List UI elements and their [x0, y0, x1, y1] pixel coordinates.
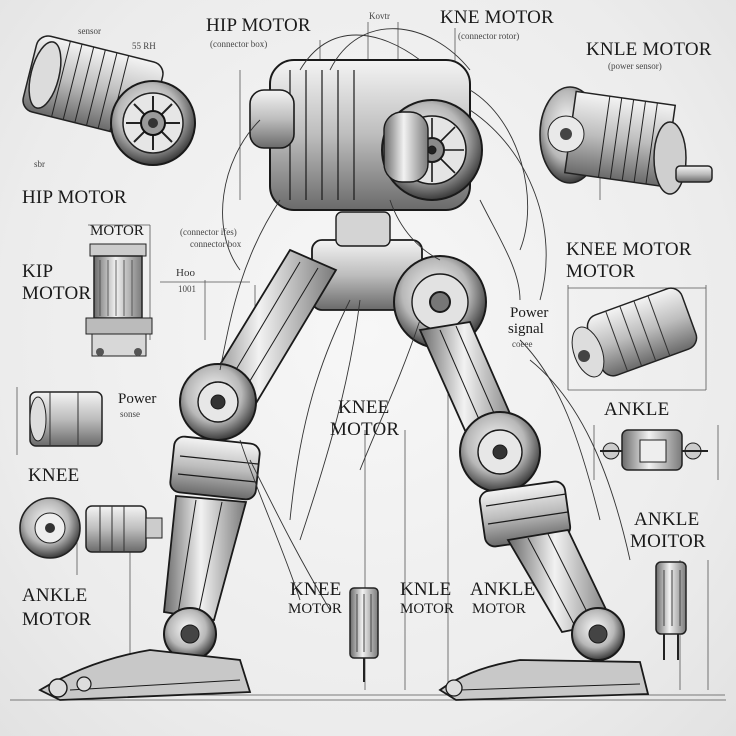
label-ankle-left: ANKLE — [22, 585, 88, 606]
label-top-small-1: sensor — [78, 26, 101, 36]
label-knee-motor-right: KNEE MOTOR — [566, 239, 692, 260]
label-hoo: Hoo — [176, 267, 195, 279]
label-bottom-ankle-b: MOTOR — [472, 601, 526, 617]
ankle-motor-top-illustration — [539, 86, 713, 195]
label-connector-mid: (connector ifes) — [180, 227, 237, 237]
label-hoo-sub: 1001 — [178, 284, 196, 294]
label-ankle-left-2: MOTOR — [22, 609, 92, 630]
label-bottom-knee-1: KNEE — [290, 579, 342, 600]
label-ankle-motor-right-2: MOITOR — [630, 531, 706, 552]
wires — [219, 28, 631, 611]
label-power-right: Power — [510, 305, 549, 321]
label-connector-mid-2: connector box — [190, 239, 242, 249]
label-power-left: Power — [118, 391, 157, 407]
label-bottom-ankle: ANKLE — [470, 579, 536, 600]
label-top-small-2: 55 RH — [132, 41, 156, 51]
label-power-left-sub: sonse — [120, 409, 140, 419]
label-top-knee-sub: (connector rotor) — [458, 31, 520, 41]
knee-motor-left-illustration — [19, 497, 163, 559]
label-left-small-sbr: sbr — [34, 159, 45, 169]
label-ankle-top-sub: (power sensor) — [608, 61, 662, 71]
label-knee-center: KNEE — [338, 397, 390, 418]
label-top-knee-motor: KNE MOTOR — [440, 7, 554, 28]
kip-motor-illustration — [85, 243, 153, 357]
label-hip-motor-left: HIP MOTOR — [22, 187, 127, 208]
hip-motor-illustration — [22, 35, 196, 166]
robot-legs — [38, 59, 650, 701]
label-bottom-knee-1b: MOTOR — [288, 601, 342, 617]
label-knee-center-2: MOTOR — [330, 419, 400, 440]
label-signal-right: signal — [508, 321, 544, 337]
ankle-motor-right-illustration — [655, 561, 687, 660]
power-motor-left-illustration — [29, 391, 103, 447]
label-bottom-knee-2: KNLE — [400, 579, 452, 600]
label-ankle-motor-right: ANKLE — [634, 509, 700, 530]
label-ankle-top: KNLE MOTOR — [586, 39, 712, 60]
label-kip: KIP — [22, 261, 54, 282]
label-motor-top-left: MOTOR — [90, 223, 144, 239]
label-top-hip-sub: (connector box) — [210, 39, 268, 49]
label-knee-motor-right-2: MOTOR — [566, 261, 636, 282]
label-top-kovtr: Kovtr — [369, 11, 390, 21]
label-bottom-knee-2b: MOTOR — [400, 601, 454, 617]
knee-motor-bottom-illustration — [349, 587, 379, 682]
label-ankle-right: ANKLE — [604, 399, 670, 420]
label-top-hip-motor: HIP MOTOR — [206, 15, 311, 36]
knee-motor-right-illustration — [571, 287, 698, 378]
label-knee-left: KNEE — [28, 465, 80, 486]
ankle-bracket-illustration — [600, 429, 708, 471]
label-signal-sub: coeee — [512, 339, 533, 349]
label-kip-motor: MOTOR — [22, 283, 92, 304]
